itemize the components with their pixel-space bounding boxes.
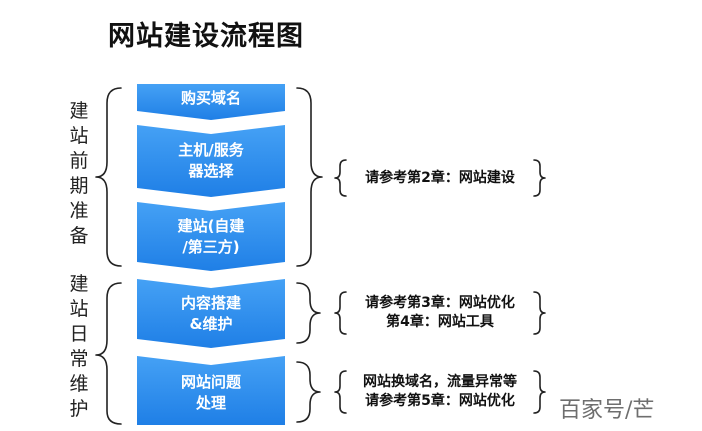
step-shape-content xyxy=(137,279,285,348)
right-brace-steps-1 xyxy=(296,87,323,267)
step-shape-host-server xyxy=(137,125,285,197)
note-brace-left-3 xyxy=(334,370,347,414)
right-brace-steps-2 xyxy=(296,282,321,344)
note-chapter-2: 请参考第2章：网站建设 xyxy=(365,169,515,186)
note-chapter-3-4: 请参考第3章：网站优化 第4章：网站工具 xyxy=(365,295,515,330)
page-title: 网站建设流程图 xyxy=(108,21,304,52)
note-brace-left-1 xyxy=(334,159,347,197)
step-shape-buy-domain xyxy=(137,84,285,120)
step-host-server: 主机/服务 器选择 xyxy=(178,141,244,180)
watermark: 百家号/芒 xyxy=(559,398,655,423)
step-shape-build-site xyxy=(137,202,285,271)
left-brace-preparation xyxy=(95,87,122,267)
phase-label-maintenance: 建站日常维护 xyxy=(69,273,89,420)
note-brace-right-1 xyxy=(533,159,546,197)
note-brace-right-2 xyxy=(533,291,546,335)
step-content-maintenance: 内容搭建 &维护 xyxy=(180,293,241,333)
step-build-site: 建站(自建 /第三方) xyxy=(177,216,245,256)
step-buy-domain: 购买域名 xyxy=(180,88,241,107)
note-brace-left-2 xyxy=(334,291,347,335)
step-issue-handling: 网站问题 处理 xyxy=(180,373,241,412)
step-shape-issue-handling xyxy=(137,356,285,425)
note-chapter-5: 网站换域名，流量异常等 请参考第5章：网站优化 xyxy=(363,374,517,409)
left-brace-maintenance xyxy=(95,282,122,425)
right-brace-steps-3 xyxy=(296,361,321,423)
phase-label-preparation: 建站前期准备 xyxy=(69,100,89,247)
note-brace-right-3 xyxy=(533,370,546,414)
